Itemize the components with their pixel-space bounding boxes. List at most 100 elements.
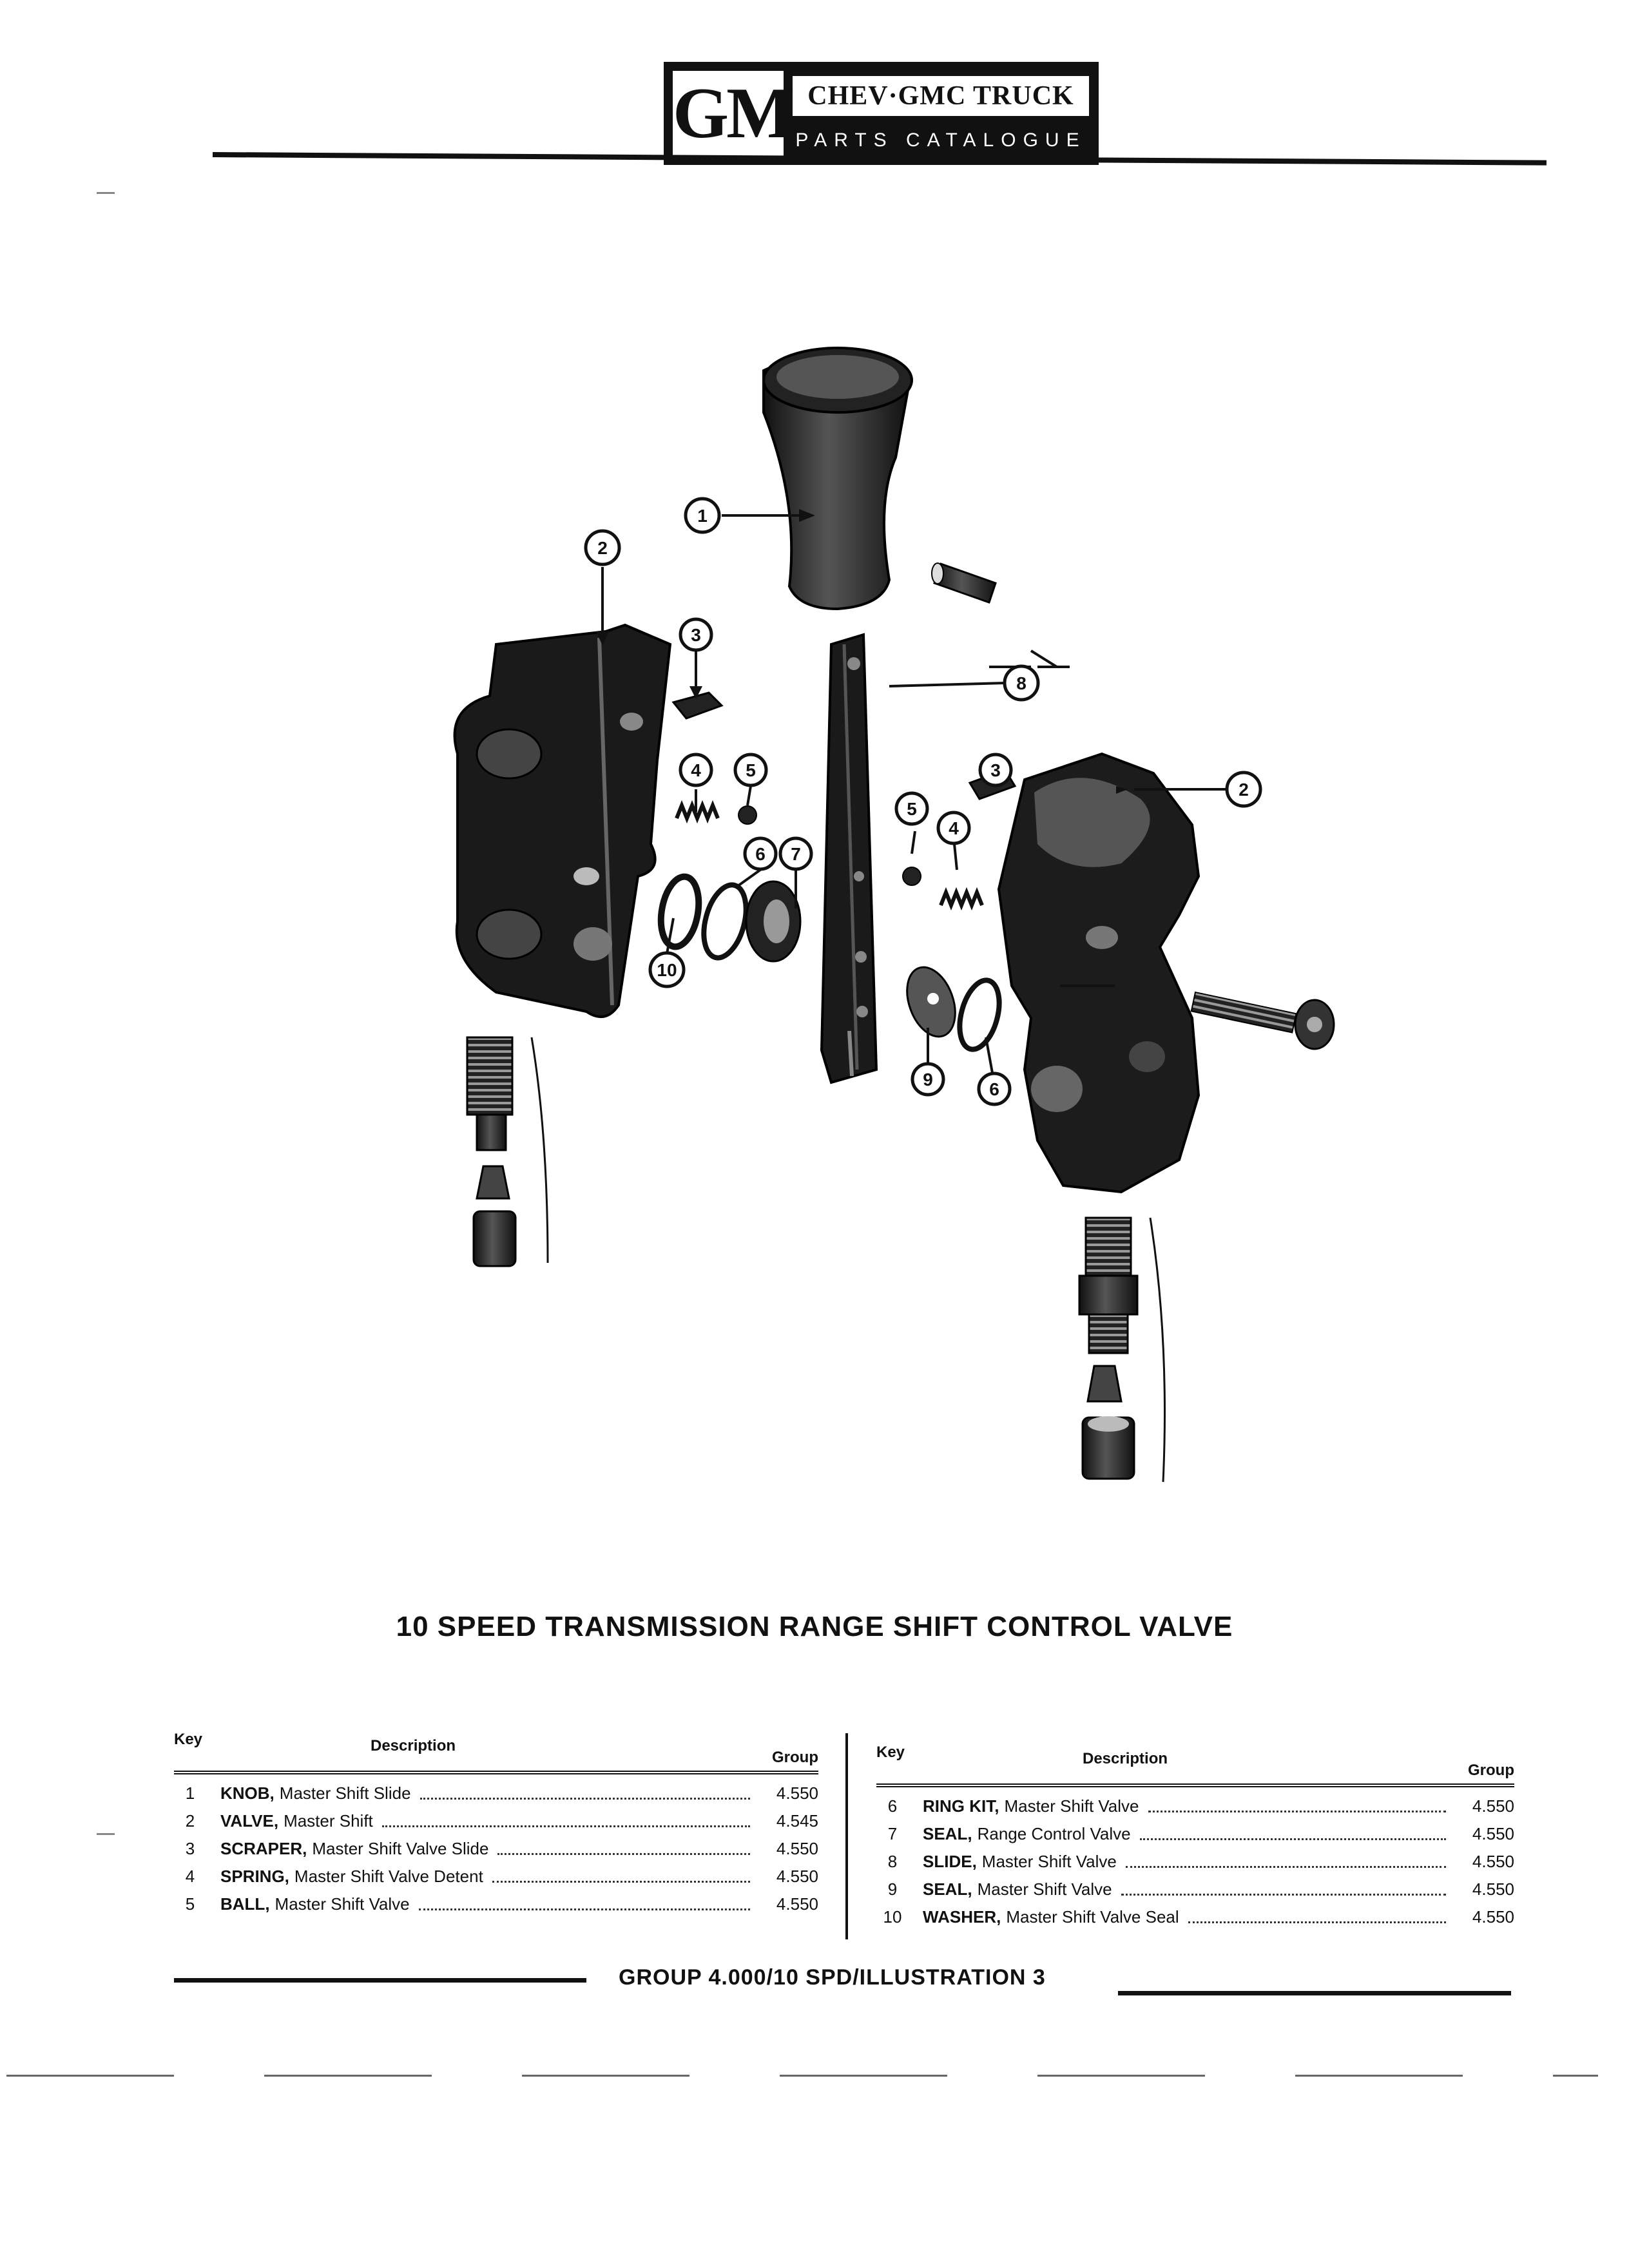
- part-key: 2: [185, 1811, 195, 1831]
- part-name: BALL,: [220, 1894, 270, 1914]
- slide-part: [820, 633, 878, 1084]
- part-name: RING KIT,: [923, 1796, 999, 1816]
- illustration-title: 10 SPEED TRANSMISSION RANGE SHIFT CONTRO…: [396, 1611, 1233, 1642]
- table-header: Key Description Group: [174, 1727, 818, 1774]
- svg-text:2: 2: [597, 538, 608, 558]
- footer-rule-left: [174, 1978, 586, 1983]
- part-description: Master Shift Slide: [279, 1783, 411, 1803]
- part-group: 4.550: [776, 1783, 818, 1803]
- parts-row: 8 SLIDE,Master Shift Valve 4.550: [876, 1848, 1514, 1876]
- part-description: Master Shift: [284, 1811, 373, 1831]
- parts-row: 10 WASHER,Master Shift Valve Seal 4.550: [876, 1903, 1514, 1931]
- part-key: 1: [185, 1783, 195, 1803]
- part-description: Master Shift Valve Detent: [294, 1867, 483, 1886]
- knob-part: [762, 347, 913, 611]
- header-key: Key: [876, 1744, 905, 1761]
- callout-5-left: 5: [733, 753, 768, 787]
- part-description: Master Shift Valve: [1004, 1796, 1139, 1816]
- part-group: 4.550: [776, 1867, 818, 1886]
- header-key: Key: [174, 1731, 203, 1748]
- header-group: Group: [772, 1749, 818, 1766]
- part-description: Master Shift Valve Seal: [1006, 1907, 1179, 1927]
- header-description: Description: [371, 1737, 456, 1754]
- leader-dots: [381, 1807, 750, 1827]
- svg-text:3: 3: [990, 760, 1001, 780]
- callout-8: 8: [1003, 664, 1040, 702]
- part-name: SLIDE,: [923, 1852, 977, 1871]
- seal-ring-left: [657, 873, 702, 950]
- callout-4-left: 4: [679, 753, 713, 787]
- leader-dots: [419, 1780, 750, 1800]
- ball-left: [738, 805, 757, 825]
- right-fitting: [1078, 1216, 1166, 1483]
- leader-dots: [1121, 1876, 1446, 1896]
- parts-row: 5 BALL,Master Shift Valve 4.550: [174, 1890, 818, 1918]
- callout-7: 7: [778, 836, 813, 871]
- part-group: 4.550: [1472, 1824, 1514, 1843]
- part-group: 4.550: [1472, 1796, 1514, 1816]
- part-description: Master Shift Valve: [977, 1879, 1112, 1899]
- svg-text:1: 1: [697, 506, 708, 526]
- left-valve-body: [453, 623, 672, 1018]
- callout-2-left: 2: [584, 529, 621, 566]
- callout-3-left: 3: [679, 617, 713, 652]
- table-divider: [845, 1733, 848, 1939]
- part-description: Range Control Valve: [977, 1824, 1131, 1843]
- part-group: 4.550: [776, 1894, 818, 1914]
- part-name: WASHER,: [923, 1907, 1001, 1927]
- part-key: 5: [185, 1894, 195, 1914]
- svg-text:4: 4: [949, 818, 959, 838]
- part-key: 9: [887, 1879, 898, 1899]
- ball-right: [902, 867, 921, 886]
- leader-dots: [1188, 1903, 1446, 1923]
- part-key: 8: [887, 1852, 898, 1871]
- part-description: Master Shift Valve: [275, 1894, 410, 1914]
- part-name: SCRAPER,: [220, 1839, 307, 1858]
- leader-dots: [1139, 1820, 1446, 1840]
- catalogue-title: CHEV·GMC TRUCK: [793, 76, 1089, 116]
- header-group: Group: [1468, 1762, 1514, 1779]
- svg-text:2: 2: [1239, 780, 1249, 800]
- spring-right: [939, 887, 984, 911]
- leader-dots: [492, 1863, 750, 1883]
- svg-text:5: 5: [907, 799, 917, 819]
- part-key: 4: [185, 1867, 195, 1886]
- part-group: 4.550: [1472, 1852, 1514, 1871]
- catalogue-subtitle: PARTS CATALOGUE: [795, 130, 1086, 151]
- washer-part: [906, 966, 956, 1038]
- seal-ring-right: [957, 977, 1002, 1052]
- edge-mark: [97, 192, 115, 194]
- part-key: 7: [887, 1824, 898, 1843]
- svg-text:7: 7: [791, 844, 801, 864]
- leader-dots: [418, 1890, 750, 1910]
- scraper-left: [671, 691, 724, 720]
- leader-dots: [1148, 1792, 1446, 1812]
- callout-6-right: 6: [977, 1072, 1012, 1106]
- part-key: 3: [185, 1839, 195, 1858]
- part-description: Master Shift Valve: [981, 1852, 1117, 1871]
- callout-4-right: 4: [936, 811, 971, 845]
- callout-10: 10: [648, 951, 686, 988]
- svg-text:4: 4: [691, 760, 701, 780]
- svg-text:6: 6: [755, 844, 766, 864]
- svg-text:3: 3: [691, 625, 701, 645]
- leader-dots: [497, 1835, 750, 1855]
- parts-row: 7 SEAL, Range Control Valve 4.550: [876, 1820, 1514, 1848]
- callout-9: 9: [911, 1062, 945, 1097]
- part-key: 10: [883, 1907, 902, 1927]
- part-name: VALVE,: [220, 1811, 279, 1831]
- part-name: KNOB,: [220, 1783, 275, 1803]
- part-name: SEAL,: [923, 1824, 972, 1843]
- callout-2-right: 2: [1225, 771, 1262, 808]
- part-group: 4.550: [1472, 1907, 1514, 1927]
- parts-row: 1 KNOB,Master Shift Slide 4.550: [174, 1780, 818, 1807]
- left-fitting: [466, 1036, 549, 1267]
- gm-logo-text: GM: [673, 71, 795, 156]
